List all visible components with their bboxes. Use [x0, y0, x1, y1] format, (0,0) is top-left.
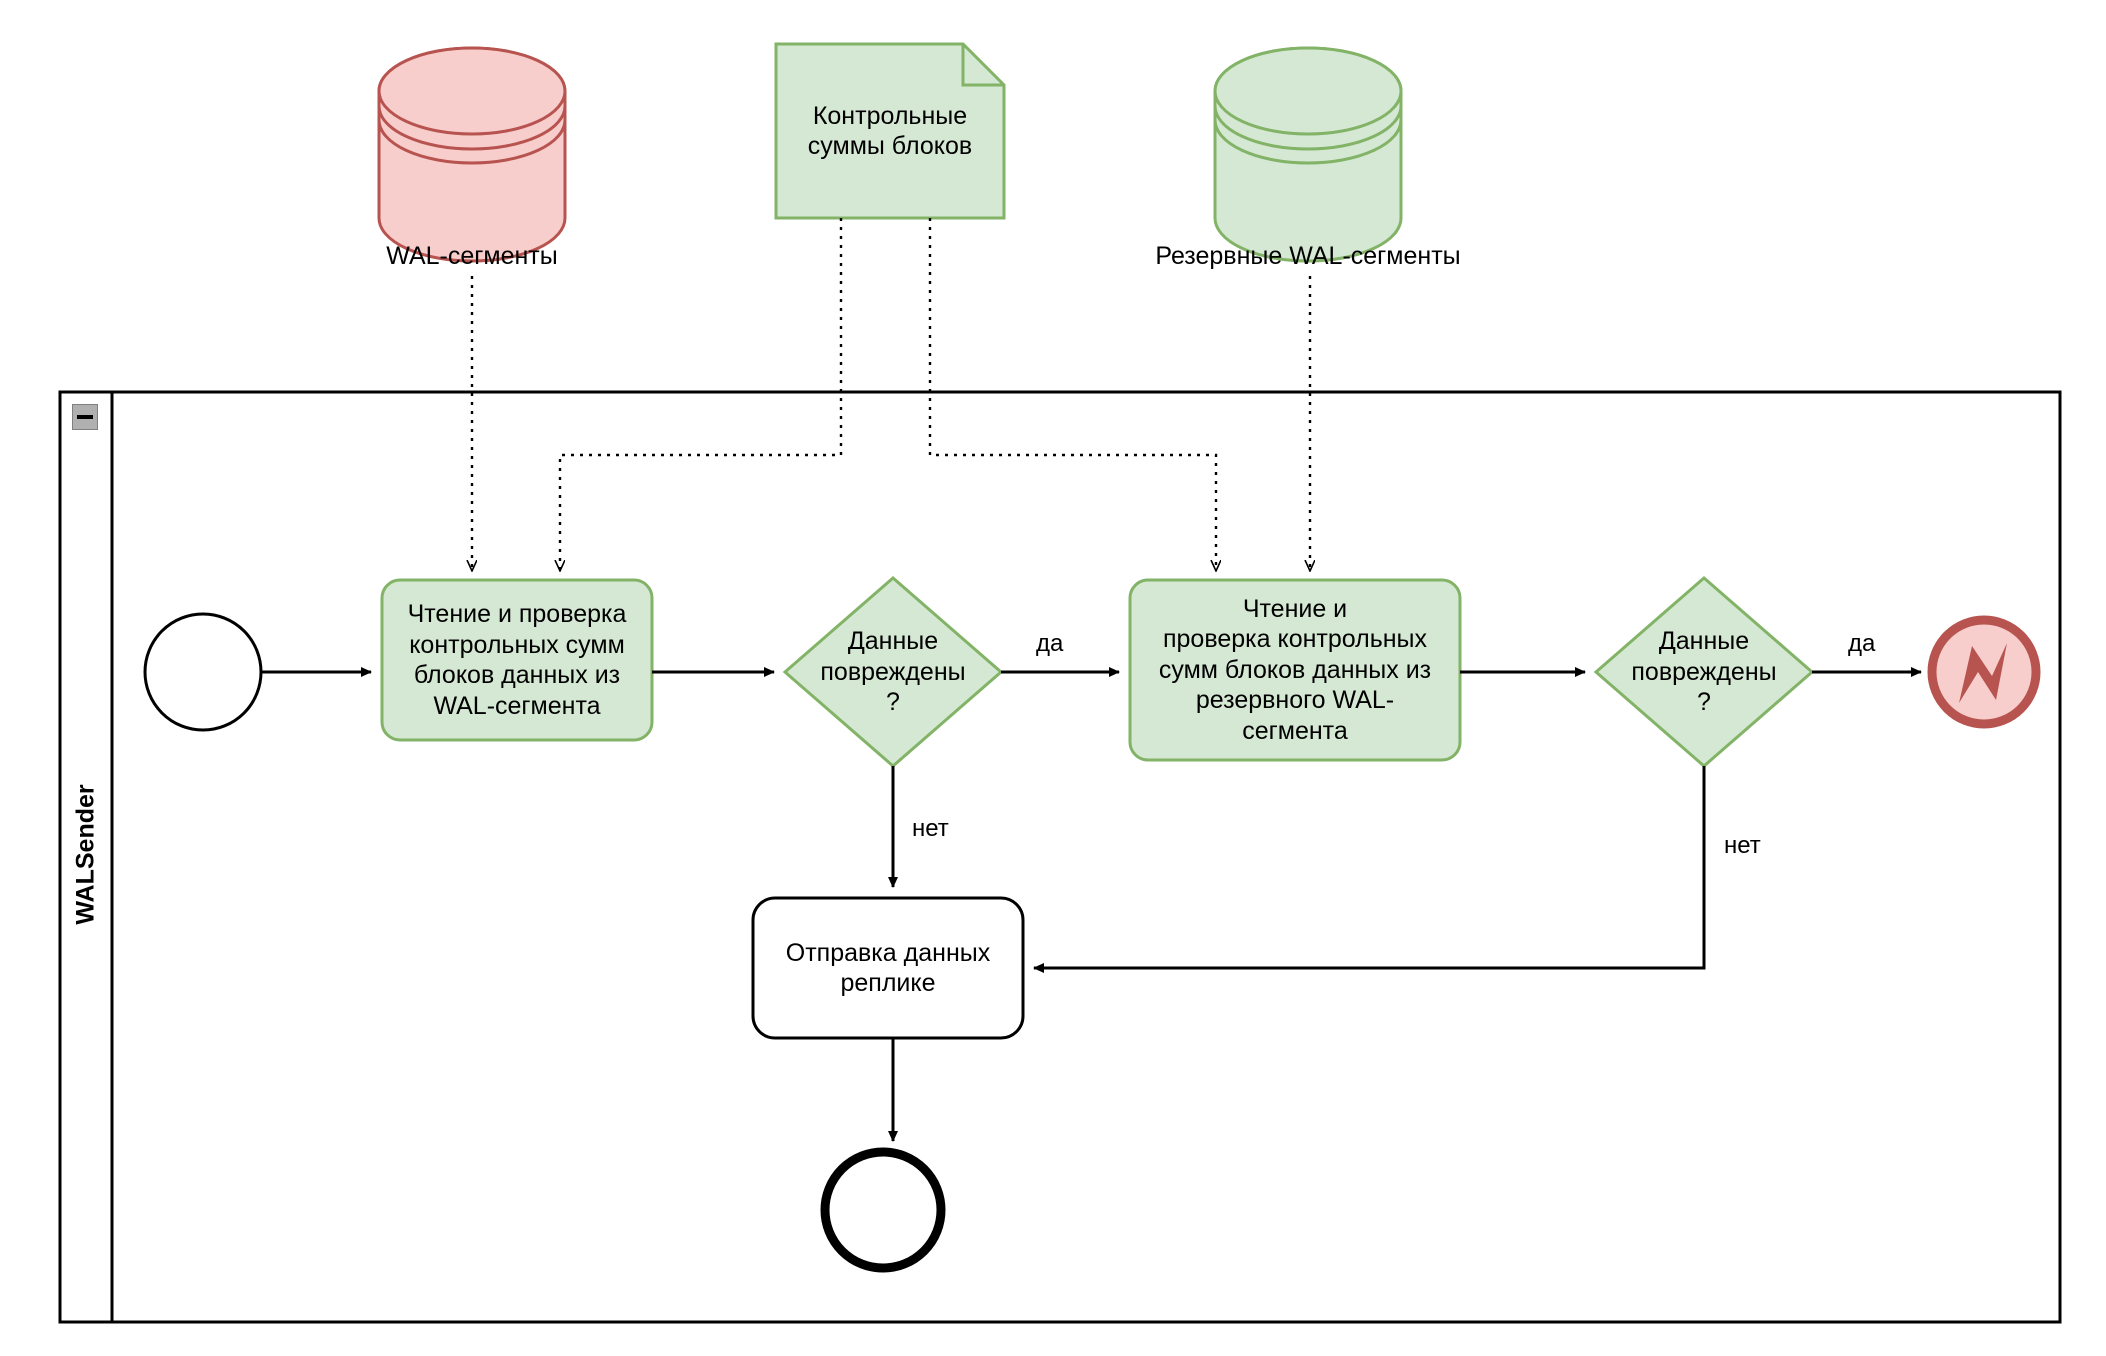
note-fold — [961, 44, 1004, 87]
pool-outer-rect — [58, 390, 2062, 1324]
note-body — [774, 42, 1006, 220]
association-note-to-task2 — [928, 218, 1216, 570]
flow-gateway2-no-to-send — [1033, 766, 1706, 973]
flow-label-no-1: нет — [912, 815, 949, 842]
cylinder-ring-1 — [377, 105, 567, 151]
end-event[interactable] — [820, 1147, 946, 1273]
task-send-to-replica[interactable] — [751, 896, 1025, 1040]
flow-label-yes-1: да — [1036, 630, 1064, 657]
flow-label-yes-2: да — [1848, 630, 1876, 657]
start-event[interactable] — [143, 612, 263, 732]
cylinder-top — [1213, 46, 1403, 136]
pool-walsender[interactable] — [58, 390, 2062, 1324]
datastore-label-backup-wal-segments: Резервные WAL-сегменты — [1155, 242, 1461, 270]
pool-collapse-minus-icon[interactable] — [72, 404, 98, 430]
lightning-bolt-icon — [1959, 643, 2007, 703]
datastore-backup-wal-segments[interactable] — [1213, 46, 1403, 263]
cylinder-ring-2 — [1213, 119, 1403, 165]
datastore-wal-segments[interactable] — [377, 46, 567, 263]
cylinder-top — [377, 46, 567, 136]
association-note-to-task1 — [560, 218, 843, 570]
note-block-checksums[interactable] — [774, 42, 1006, 220]
task-read-backup-wal[interactable] — [1128, 578, 1462, 762]
cylinder-ring-2 — [377, 119, 567, 165]
datastore-label-wal-segments: WAL-сегменты — [386, 242, 558, 270]
pool-title-walsender: WALSender — [71, 784, 100, 925]
flow-label-no-2: нет — [1724, 832, 1761, 859]
error-end-event[interactable] — [1927, 615, 2041, 729]
cylinder-ring-1 — [1213, 105, 1403, 151]
task-read-wal[interactable] — [380, 578, 654, 742]
